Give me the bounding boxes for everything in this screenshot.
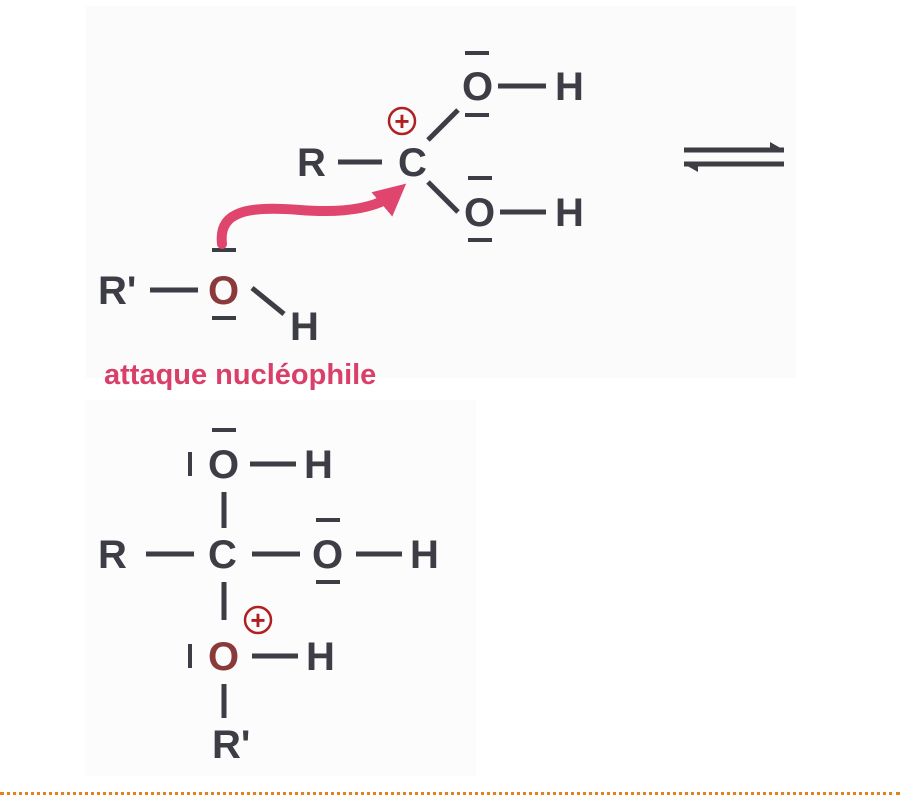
product-hydrogen-top: H bbox=[304, 443, 333, 487]
product-hydrogen-oxonium: H bbox=[306, 635, 335, 679]
nucleophile-oxygen-label: O bbox=[208, 269, 239, 313]
positive-charge-icon bbox=[243, 605, 273, 635]
curved-attack-arrow-icon bbox=[216, 183, 407, 249]
product-hydrogen-right: H bbox=[410, 533, 439, 577]
product-r-label: R bbox=[98, 533, 127, 577]
bond-o-h bbox=[250, 286, 286, 316]
equilibrium-arrows-icon bbox=[684, 142, 784, 172]
positive-charge-icon bbox=[387, 106, 417, 136]
bottom-dotted-rule bbox=[0, 792, 900, 795]
nucleophile-r-label: R' bbox=[98, 269, 136, 313]
bond-c-o-lower bbox=[426, 180, 460, 214]
attack-caption: attaque nucléophile bbox=[104, 359, 376, 391]
cation-hydrogen-lower: H bbox=[555, 191, 584, 235]
product-oxonium-oxygen: O bbox=[208, 635, 239, 679]
bond-c-o-upper bbox=[426, 108, 460, 142]
cation-r-label: R bbox=[297, 141, 326, 185]
cation-carbon-label: C bbox=[398, 141, 427, 185]
cation-oxygen-lower: O bbox=[464, 191, 495, 235]
oxonium-charge-label: + bbox=[250, 605, 265, 635]
nucleophile-hydrogen-label: H bbox=[290, 305, 319, 349]
cation-oxygen-upper: O bbox=[462, 65, 493, 109]
cation-hydrogen-upper: H bbox=[555, 65, 584, 109]
carbocation: R C + O H O H bbox=[297, 51, 584, 242]
product-oxygen-top: O bbox=[208, 443, 239, 487]
product-oxygen-right: O bbox=[312, 533, 343, 577]
nucleophile: R' O H bbox=[98, 248, 319, 349]
tetrahedral-intermediate: O H R C O H O + H R' bbox=[98, 428, 439, 767]
cation-charge-label: + bbox=[394, 106, 409, 136]
product-carbon-label: C bbox=[208, 533, 237, 577]
product-r-prime-label: R' bbox=[212, 723, 250, 767]
